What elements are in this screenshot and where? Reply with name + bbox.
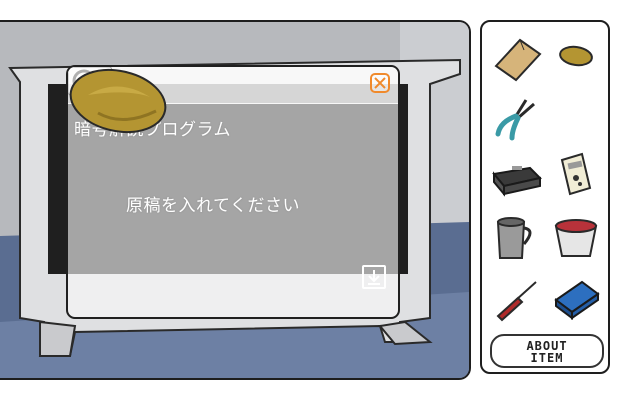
inventory-slot-envelope[interactable]	[490, 34, 544, 84]
potato-icon	[559, 45, 593, 67]
inventory-slot-mug[interactable]	[490, 212, 544, 262]
inventory-slot-briefcase[interactable]	[490, 154, 544, 204]
download-arrow-icon	[368, 270, 380, 285]
briefcase-icon	[492, 166, 542, 197]
inventory-slot-pliers[interactable]	[490, 92, 544, 142]
inventory-slot-bowl[interactable]	[552, 212, 606, 262]
about-item-label-1: ABOUT	[526, 339, 568, 353]
inventory-slot-screwdriver[interactable]	[490, 276, 544, 326]
pliers-icon	[495, 99, 535, 141]
inventory-slot-usb[interactable]	[552, 276, 606, 326]
about-item-button[interactable]: ABOUT ITEM	[490, 334, 604, 368]
potato-icon[interactable]	[68, 67, 168, 135]
inventory-panel: ABOUT ITEM	[480, 20, 610, 374]
usb-stick-icon	[554, 280, 600, 320]
bowl-icon	[554, 219, 598, 257]
decoder-dialog: 暗号解読プログラム 原稿を入れてください	[66, 65, 400, 319]
dialog-prompt: 原稿を入れてください	[126, 196, 300, 216]
close-icon	[374, 77, 386, 89]
game-scene: 暗号解読プログラム 原稿を入れてください	[0, 20, 471, 380]
mug-icon	[496, 217, 532, 259]
inventory-slot-potato[interactable]	[552, 36, 606, 86]
insert-button[interactable]	[362, 265, 386, 289]
remote-control-icon	[560, 152, 592, 196]
inventory-slot-remote[interactable]	[552, 150, 606, 200]
close-button[interactable]	[370, 73, 390, 93]
about-item-label-2: ITEM	[530, 351, 564, 365]
envelope-icon	[494, 38, 542, 82]
screwdriver-icon	[496, 281, 537, 322]
